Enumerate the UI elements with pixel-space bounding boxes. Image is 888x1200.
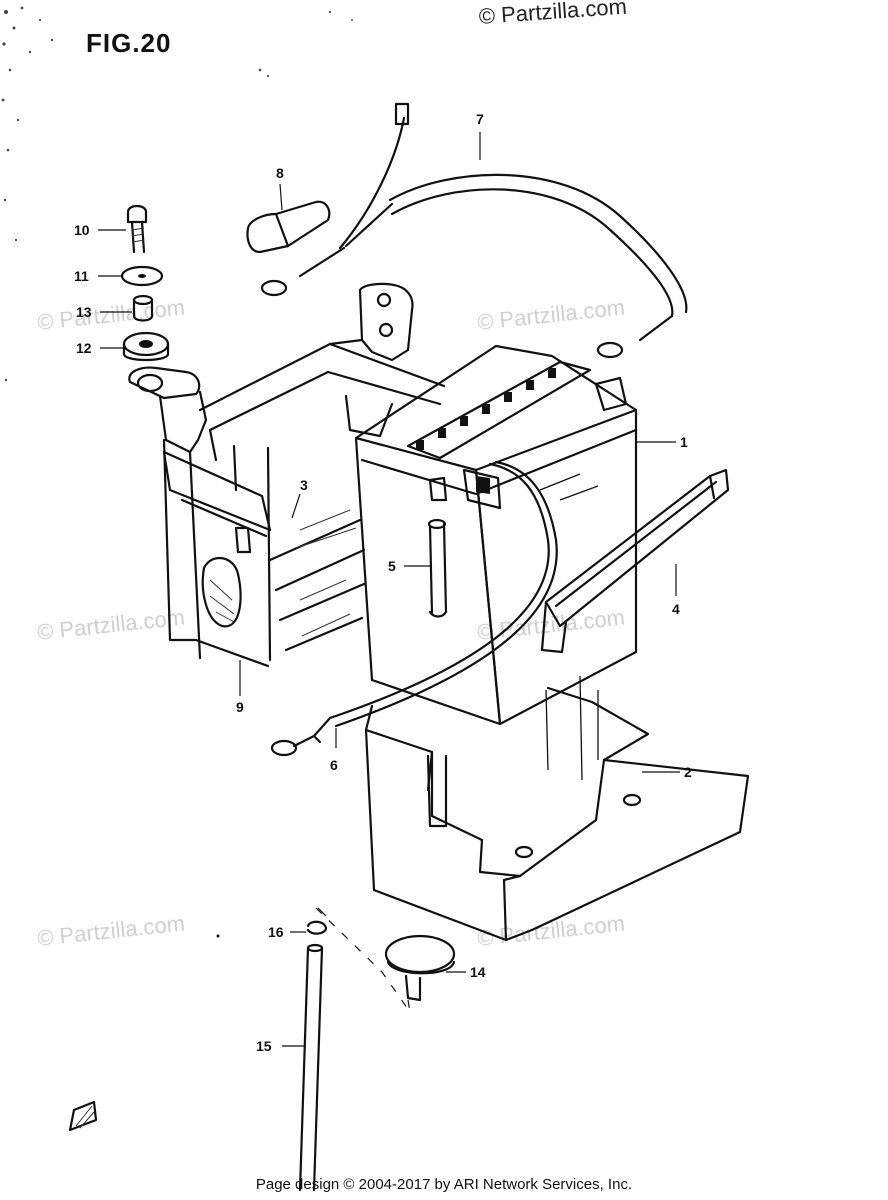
callout-7[interactable]: 7 xyxy=(476,111,484,127)
callout-1[interactable]: 1 xyxy=(680,434,688,450)
plug-cap[interactable] xyxy=(384,934,456,1002)
callout-6[interactable]: 6 xyxy=(330,757,338,773)
battery-band[interactable] xyxy=(540,468,730,654)
battery-case[interactable] xyxy=(364,675,750,942)
cell-caps xyxy=(416,368,556,450)
callout-10[interactable]: 10 xyxy=(74,222,90,238)
callout-9[interactable]: 9 xyxy=(236,699,244,715)
callout-12[interactable]: 12 xyxy=(76,340,92,356)
washer[interactable] xyxy=(120,265,164,287)
callout-labels: 1 2 3 4 5 6 7 8 9 10 11 13 12 14 15 16 xyxy=(74,111,692,1054)
footer-credit: Page design © 2004-2017 by ARI Network S… xyxy=(255,1176,633,1193)
alignment-lines xyxy=(315,907,411,1013)
battery-holder-bracket[interactable] xyxy=(128,282,446,668)
battery[interactable] xyxy=(354,344,638,726)
negative-lead-wire[interactable] xyxy=(270,460,558,757)
scan-artifact xyxy=(68,934,220,1132)
breather-tube[interactable] xyxy=(427,518,448,618)
spacer[interactable] xyxy=(132,294,154,322)
callout-11[interactable]: 11 xyxy=(74,268,89,284)
terminal-cover[interactable] xyxy=(246,200,331,254)
leader-lines xyxy=(98,132,680,1047)
callout-16[interactable]: 16 xyxy=(268,924,284,940)
figure-title: FIG.20 xyxy=(86,28,172,58)
bolt[interactable] xyxy=(126,204,148,254)
cushion[interactable] xyxy=(122,331,170,362)
callout-2[interactable]: 2 xyxy=(684,764,692,780)
scan-noise xyxy=(1,6,353,382)
callout-4[interactable]: 4 xyxy=(672,601,680,617)
callout-14[interactable]: 14 xyxy=(470,964,486,980)
callout-15[interactable]: 15 xyxy=(256,1038,272,1054)
hose-clamp[interactable] xyxy=(306,920,328,935)
positive-lead-wire[interactable] xyxy=(260,102,688,359)
callout-5[interactable]: 5 xyxy=(388,558,396,574)
breather-hose[interactable] xyxy=(298,943,324,1192)
callout-8[interactable]: 8 xyxy=(276,165,284,181)
callout-13[interactable]: 13 xyxy=(76,304,92,320)
callout-3[interactable]: 3 xyxy=(300,477,308,493)
